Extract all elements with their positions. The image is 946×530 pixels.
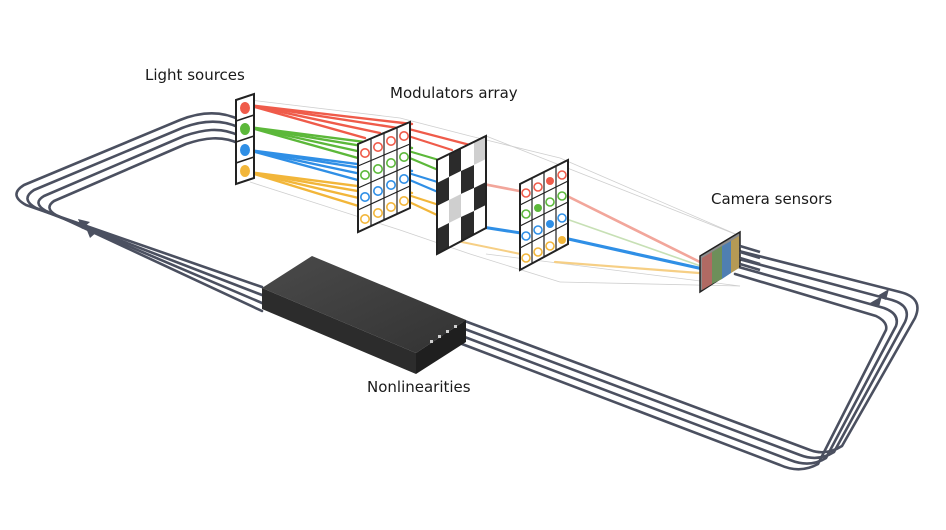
arrow-icon [78,219,90,229]
light-sources-panel [235,92,255,186]
source-red [240,102,250,114]
mod3-cells [521,170,567,263]
modulator-array-2 [436,134,487,256]
modulator-array-1 [357,120,411,234]
arrow-icon [86,228,98,238]
mod1-cells [359,131,409,225]
source-green [240,123,250,135]
camera-sensors-label: Camera sensors [711,190,833,208]
fiber-strand [460,256,909,460]
beam-red [246,103,382,135]
fiber-strand [15,111,264,289]
nonlinearities-label: Nonlinearities [367,378,471,396]
fiber-strand [26,120,264,297]
camera-sensors [699,230,761,294]
nonlinearities-box [262,256,466,374]
fiber-strand [460,248,919,454]
projection-guides [249,99,741,287]
fiber-loop [15,111,919,471]
light-sources-label: Light sources [145,66,245,84]
fiber-strand [460,272,888,471]
modulator-array-3 [519,158,569,272]
fiber-strand [37,128,264,305]
fiber-strand [460,264,899,465]
arrow-icon [870,296,882,307]
source-yellow [240,165,250,177]
source-blue [240,144,250,156]
modulators-array-label: Modulators array [390,84,518,102]
fiber-strand [48,137,264,313]
beam-red [246,103,367,140]
beam-red [246,103,414,126]
beam-yellow [246,170,367,210]
